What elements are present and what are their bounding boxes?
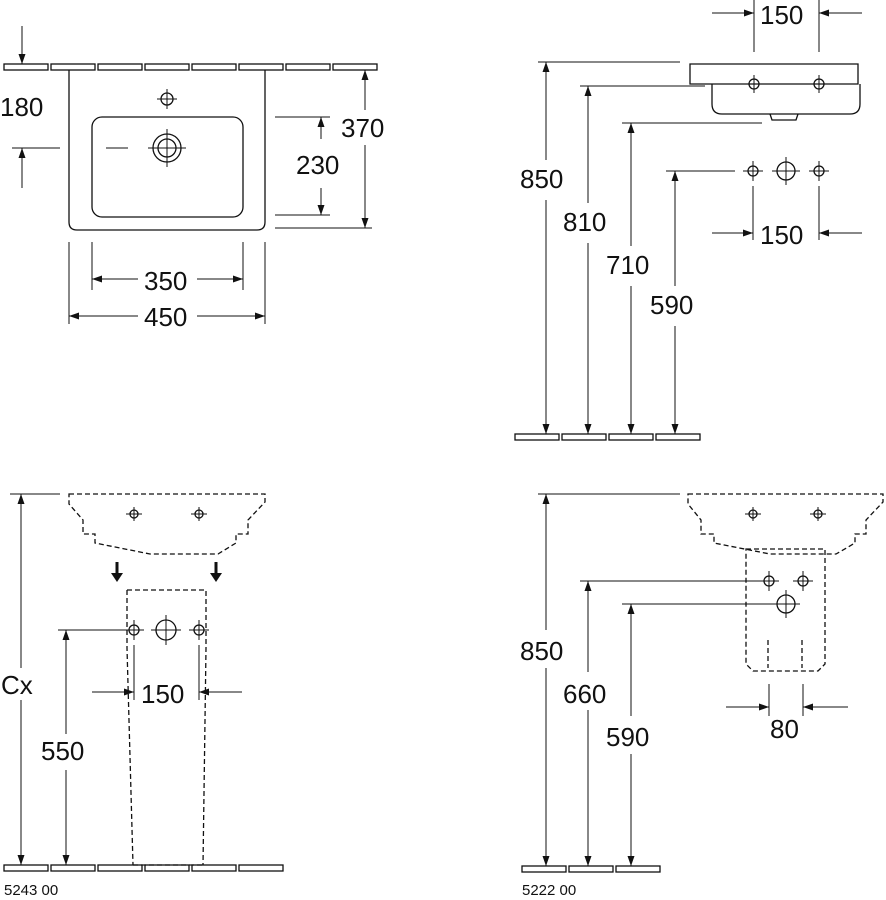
water-connection-icon [189, 620, 209, 640]
dim-180: 180 [0, 92, 43, 122]
tap-hole-icon [745, 507, 761, 521]
dim-850: 850 [520, 164, 563, 194]
tap-hole-icon [157, 89, 177, 109]
basin-outline-dashed [687, 493, 884, 555]
wall-strip [3, 63, 378, 71]
tap-hole-icon [191, 507, 207, 521]
tap-hole-icon [810, 75, 828, 93]
pedestal-view: Cx 550 150 5243 00 [1, 493, 284, 899]
product-code: 5243 00 [4, 882, 58, 899]
dim-370: 370 [341, 113, 384, 143]
dim-350: 350 [144, 266, 187, 296]
dim-590: 590 [650, 290, 693, 320]
floor-strip [3, 864, 284, 872]
top-view: 180 370 230 350 450 [0, 26, 384, 332]
dim-230: 230 [296, 150, 339, 180]
dim-850: 850 [520, 636, 563, 666]
tap-hole-icon [745, 75, 763, 93]
basin-outline [68, 70, 266, 231]
dim-150-mid: 150 [760, 220, 803, 250]
drain-connection-icon [151, 615, 181, 645]
water-connection-icon [743, 161, 763, 181]
basin-outline-dashed [68, 493, 266, 555]
arrow-down-icon [111, 562, 123, 582]
floor-strip [521, 865, 661, 873]
pedestal-outline-dashed [126, 589, 207, 866]
arrow-down-icon [210, 562, 222, 582]
dim-cx: Cx [1, 670, 33, 700]
tap-hole-icon [126, 507, 142, 521]
dim-450: 450 [144, 302, 187, 332]
dim-810: 810 [563, 207, 606, 237]
dim-550: 550 [41, 736, 84, 766]
water-connection-icon [793, 571, 813, 591]
drain-connection-icon [772, 157, 800, 185]
water-connection-icon [809, 161, 829, 181]
dim-590: 590 [606, 722, 649, 752]
dim-150-top: 150 [760, 0, 803, 30]
product-code: 5222 00 [522, 882, 576, 899]
semi-pedestal-outline-dashed [745, 548, 826, 672]
side-view: 150 850 810 710 590 150 [514, 0, 862, 441]
dim-80: 80 [770, 714, 799, 744]
water-connection-icon [759, 571, 779, 591]
dim-660: 660 [563, 679, 606, 709]
basin-bowl [91, 116, 244, 218]
tap-hole-icon [810, 507, 826, 521]
drain-connection-icon [772, 590, 800, 618]
drain-icon [106, 129, 186, 167]
semi-pedestal-view: 850 660 590 80 5222 00 [520, 493, 884, 899]
basin-profile [689, 63, 859, 85]
dim-150: 150 [141, 679, 184, 709]
floor-strip [514, 433, 701, 441]
dim-710: 710 [606, 250, 649, 280]
water-connection-icon [124, 620, 144, 640]
